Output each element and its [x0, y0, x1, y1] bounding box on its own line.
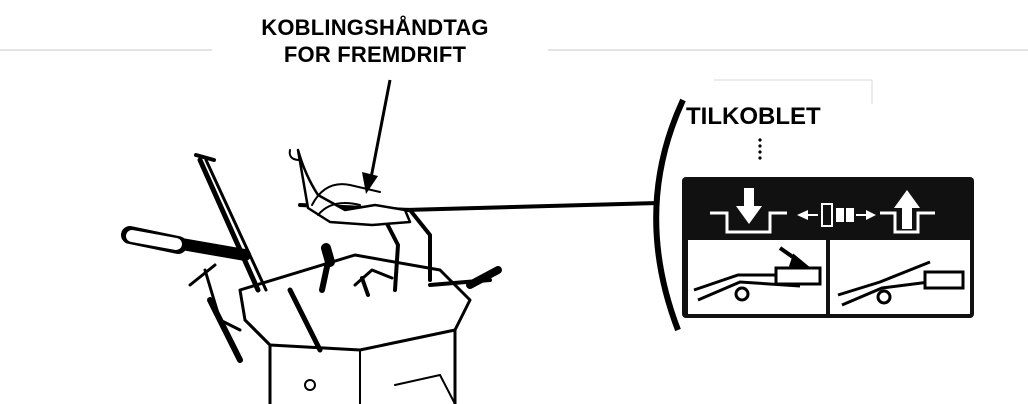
engaged-leader-dots — [758, 138, 761, 159]
clutch-lever-callout: KOBLINGSHÅNDTAG FOR FREMDRIFT — [210, 14, 540, 68]
snowblower-illustration — [130, 150, 498, 404]
callout-line-2: FOR FREMDRIFT — [210, 41, 540, 68]
inset-connector — [405, 203, 658, 210]
engaged-label: TILKOBLET — [686, 103, 821, 131]
inset-bracket — [656, 100, 683, 330]
callout-arrow — [362, 80, 390, 194]
callout-line-1: KOBLINGSHÅNDTAG — [210, 14, 540, 41]
clutch-decal — [682, 177, 974, 318]
